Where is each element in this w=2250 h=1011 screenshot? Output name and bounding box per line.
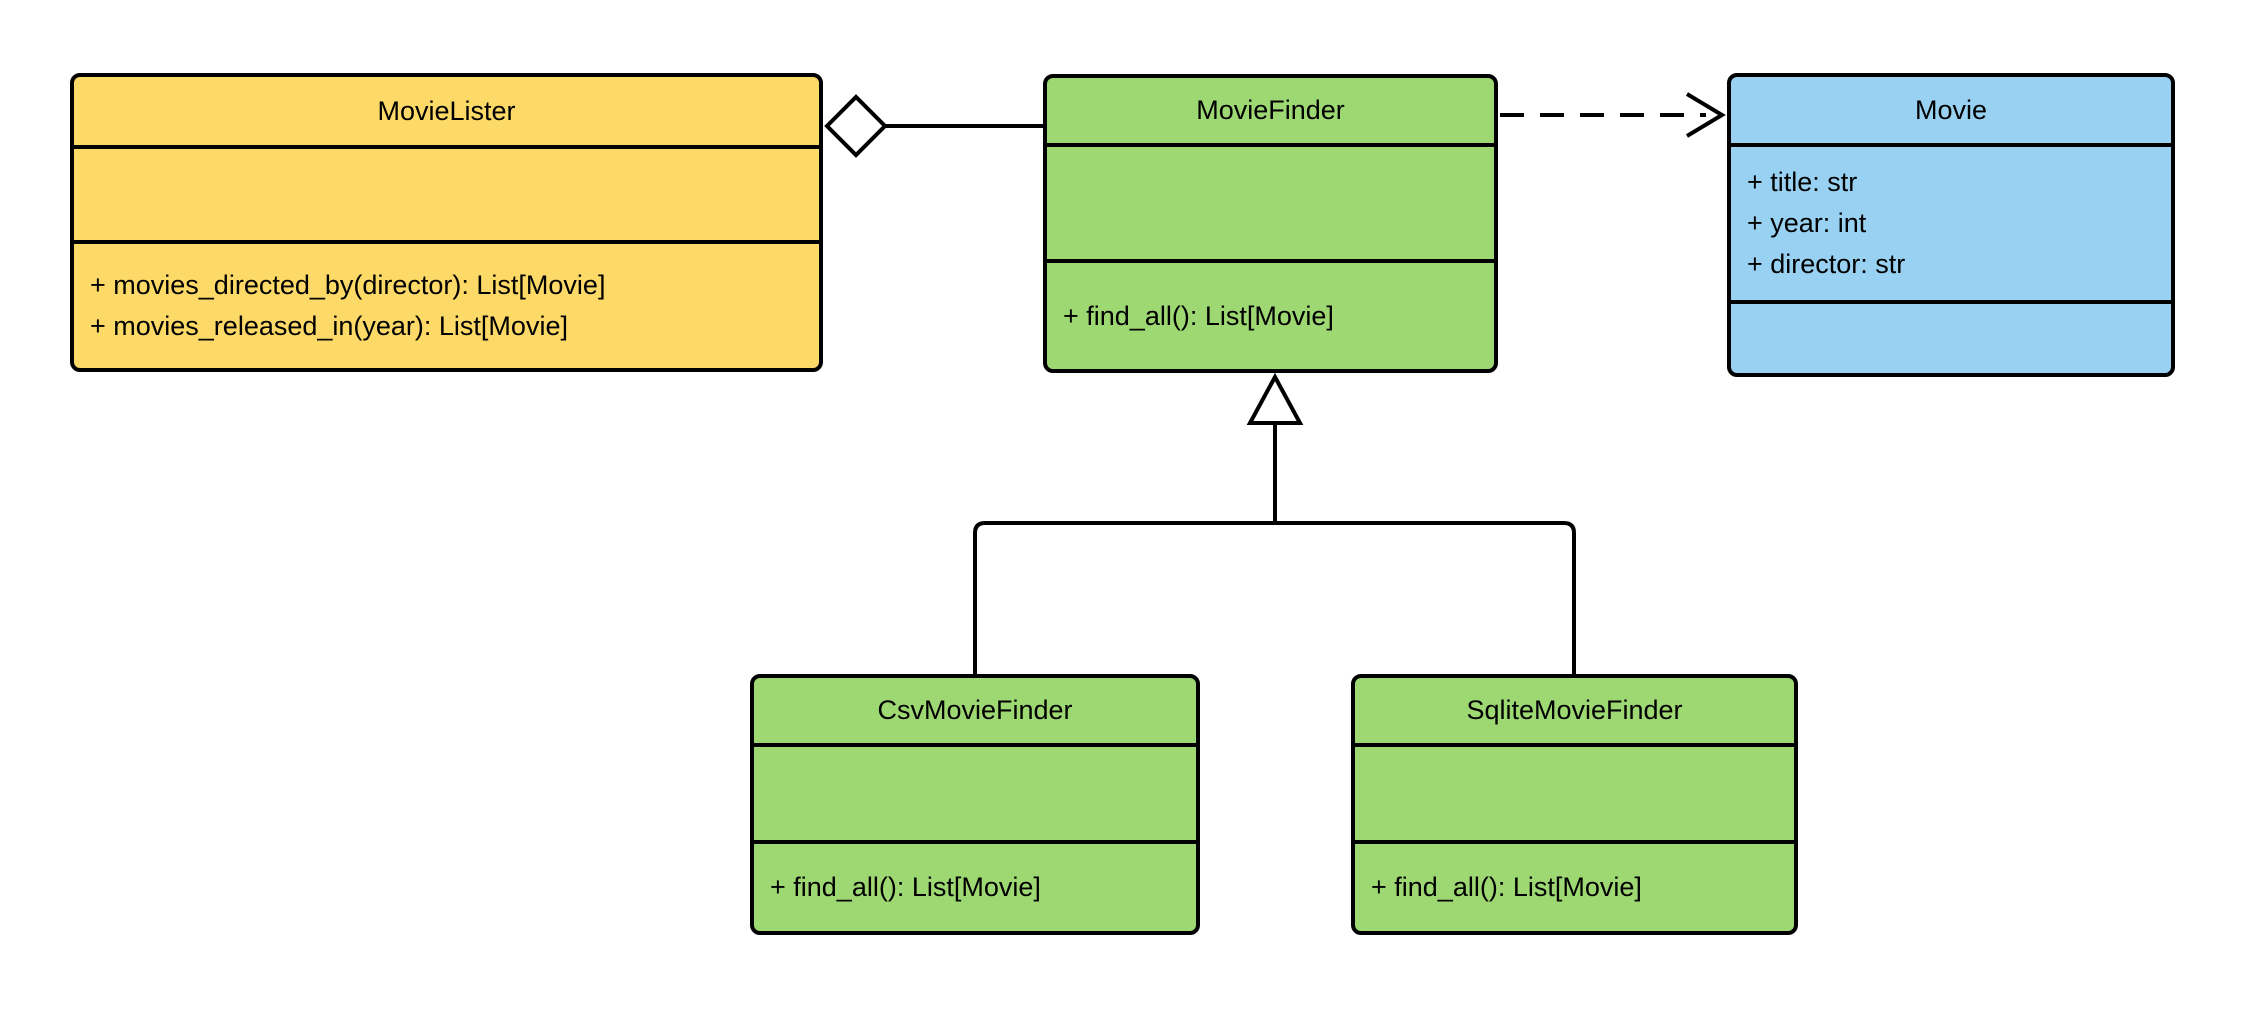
attribute-item: + title: str: [1747, 167, 1858, 197]
attribute-item: + year: int: [1747, 208, 1867, 238]
methods-compartment: + find_all(): List[Movie]: [1355, 840, 1794, 931]
methods-compartment: + find_all(): List[Movie]: [1047, 259, 1494, 369]
dependency-edge-moviefinder-movie: [1500, 92, 1726, 138]
class-title: Movie: [1914, 94, 1988, 125]
methods-compartment: [1731, 300, 2171, 373]
class-title: SqliteMovieFinder: [1466, 695, 1683, 725]
class-box-sqlitemoviefinder: SqliteMovieFinder + find_all(): List[Mov…: [1351, 674, 1798, 935]
attributes-compartment: [754, 743, 1196, 840]
attribute-item: + director: str: [1747, 249, 1906, 279]
attributes-compartment: [1047, 143, 1494, 259]
generalization-edges-to-moviefinder: [973, 372, 1576, 676]
aggregation-diamond-icon: [824, 94, 888, 158]
class-box-movielister: MovieLister + movies_directed_by(directo…: [70, 73, 823, 372]
method-item: + movies_released_in(year): List[Movie]: [90, 311, 568, 341]
aggregation-edge-movielister-moviefinder: [824, 94, 1045, 158]
generalization-tee-line: [973, 521, 1576, 676]
method-item: + find_all(): List[Movie]: [770, 872, 1041, 902]
method-item: + find_all(): List[Movie]: [1063, 300, 1334, 331]
attributes-compartment: + title: str + year: int + director: str: [1731, 143, 2171, 300]
class-title: CsvMovieFinder: [877, 695, 1073, 725]
generalization-triangle-icon: [1246, 372, 1304, 425]
method-item: + find_all(): List[Movie]: [1371, 872, 1642, 902]
class-box-movie: Movie + title: str + year: int + directo…: [1727, 73, 2175, 377]
methods-compartment: + movies_directed_by(director): List[Mov…: [74, 240, 819, 368]
dependency-open-arrowhead-icon: [1685, 92, 1726, 138]
method-item: + movies_directed_by(director): List[Mov…: [90, 270, 606, 300]
attributes-compartment: [1355, 743, 1794, 840]
class-title: MovieFinder: [1196, 95, 1345, 125]
class-title: MovieLister: [377, 95, 516, 126]
class-box-moviefinder: MovieFinder + find_all(): List[Movie]: [1043, 74, 1498, 373]
class-box-csvmoviefinder: CsvMovieFinder + find_all(): List[Movie]: [750, 674, 1200, 935]
attributes-compartment: [74, 145, 819, 240]
methods-compartment: + find_all(): List[Movie]: [754, 840, 1196, 931]
